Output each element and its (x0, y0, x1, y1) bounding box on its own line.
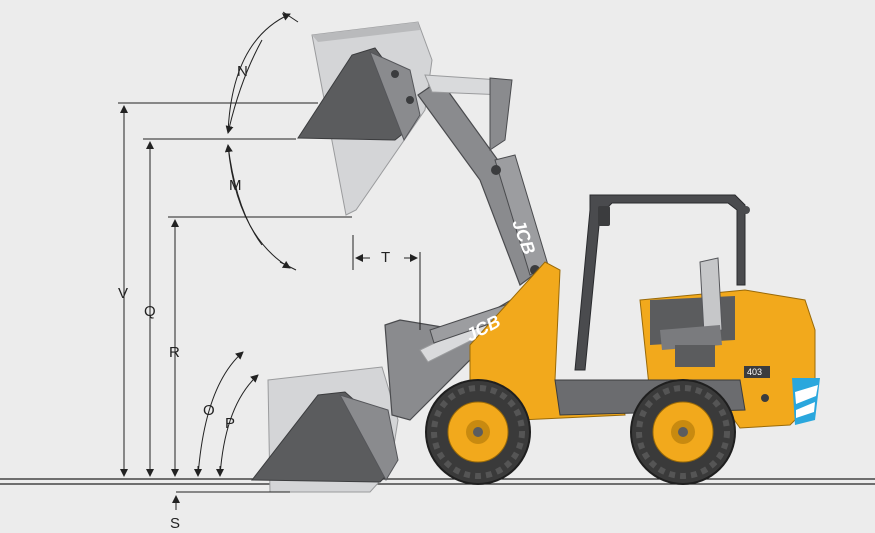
dim-label-t: T (381, 249, 390, 266)
dim-label-o: O (203, 402, 215, 419)
dim-label-r: R (169, 344, 180, 361)
front-wheel (425, 379, 531, 485)
lowered-bucket (250, 391, 399, 483)
dim-label-q: Q (144, 303, 156, 320)
dim-label-v: V (118, 285, 128, 302)
rear-wheel (630, 379, 736, 485)
dim-label-p: P (225, 415, 235, 432)
raised-bucket (297, 47, 421, 142)
dimension-lines (118, 11, 421, 510)
dim-label-m: M (229, 177, 242, 194)
rops-canopy (574, 194, 750, 371)
ground-line (0, 478, 875, 485)
dim-label-s: S (170, 515, 180, 532)
model-badge: 403 (747, 367, 762, 377)
dim-label-n: N (237, 63, 248, 80)
